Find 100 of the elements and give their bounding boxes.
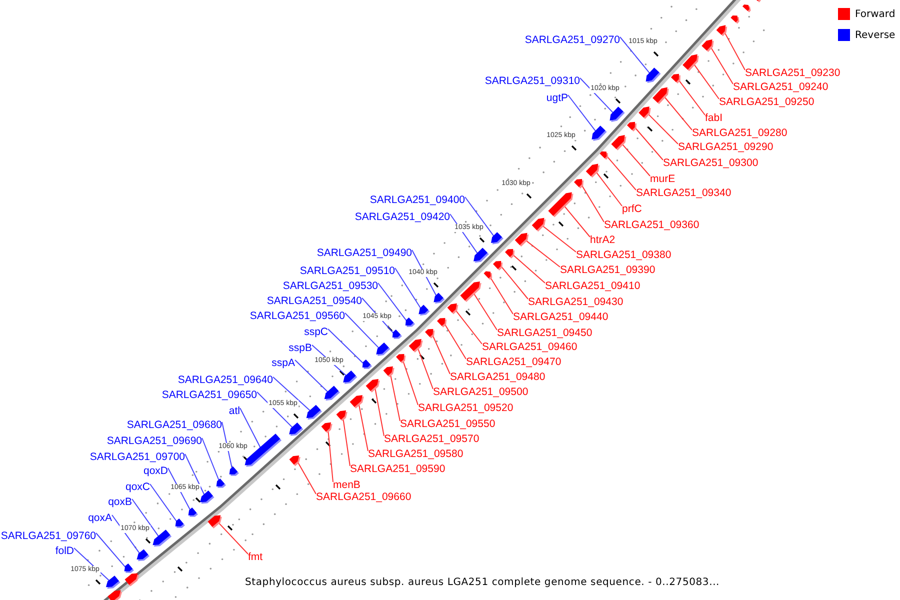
leader-line: [501, 266, 528, 300]
gene-label: murE: [650, 173, 676, 185]
gene-block: [742, 2, 752, 12]
gene-label: SARLGA251_09460: [482, 341, 578, 353]
gene-block: [489, 232, 504, 248]
leader-line: [607, 156, 636, 190]
gene-block: [198, 490, 214, 507]
gene-label: SARLGA251_09570: [384, 433, 480, 445]
leader-line: [256, 392, 294, 428]
gene-label: SARLGA251_09400: [370, 194, 465, 206]
gene-label: SARLGA251_09550: [400, 418, 496, 430]
leader-line: [596, 172, 622, 206]
gene-block: [610, 132, 628, 150]
gene-block: [600, 149, 611, 160]
leader-line: [390, 374, 400, 422]
gene-label: SARLGA251_09240: [733, 81, 828, 93]
leader-line: [297, 462, 316, 494]
gene-label: fabI: [705, 112, 723, 124]
gene-label: SARLGA251_09420: [354, 211, 450, 223]
gene-block: [173, 518, 185, 531]
leader-line: [132, 498, 160, 538]
gene-label: SARLGA251_09580: [368, 448, 464, 460]
leader-line: [328, 430, 334, 482]
gene-block: [607, 107, 625, 125]
gene-block: [341, 370, 358, 386]
gene-block: [374, 342, 390, 359]
leader-line: [432, 335, 450, 374]
leader-line: [240, 408, 262, 450]
gene-block: [589, 125, 607, 143]
gene-label: ugtP: [546, 92, 568, 104]
gene-block: [460, 278, 484, 302]
gene-label: qoxA: [88, 512, 112, 524]
gene-label: SARLGA251_09300: [663, 157, 758, 169]
gene-label: SARLGA251_09230: [745, 67, 840, 79]
leader-line: [342, 418, 350, 466]
gene-block: [360, 360, 372, 372]
leader-line: [402, 360, 418, 406]
legend-label: Reverse: [855, 30, 896, 40]
leader-line: [582, 186, 604, 222]
leader-line: [96, 532, 126, 568]
leader-line: [664, 96, 692, 130]
leader-line: [112, 514, 140, 554]
gene-label: SARLGA251_09640: [178, 374, 273, 386]
leader-line: [648, 114, 678, 144]
gene-block: [336, 408, 350, 422]
gene-block: [124, 571, 142, 587]
leader-line: [464, 196, 495, 238]
gene-label: menB: [333, 479, 360, 491]
gene-label: SARLGA251_09390: [560, 264, 656, 276]
gene-label: SARLGA251_09700: [90, 451, 185, 463]
gene-block: [408, 336, 425, 353]
gene-block: [214, 478, 226, 490]
gene-block: [286, 422, 304, 438]
leader-line: [542, 225, 576, 252]
gene-block: [493, 258, 506, 270]
gene-block: [350, 392, 366, 408]
gene-block: [186, 507, 198, 520]
leader-line: [184, 454, 205, 496]
leader-line: [394, 268, 422, 309]
gene-label: SARLGA251_09490: [316, 247, 412, 259]
gene-block: [730, 12, 742, 24]
leader-line: [444, 324, 466, 360]
gene-block: [716, 22, 730, 36]
gene-label: SARLGA251_09360: [604, 219, 700, 231]
leader-line: [710, 46, 734, 84]
gene-block: [425, 326, 438, 338]
gene-block: [226, 466, 239, 478]
gene-label: SARLGA251_09340: [636, 187, 732, 199]
leader-line: [378, 282, 407, 322]
gene-block: [548, 189, 576, 217]
gene-label: prfC: [622, 203, 642, 215]
gene-label: SARLGA251_09560: [250, 310, 345, 322]
gene-block: [104, 575, 120, 592]
gene-label: fmt: [248, 551, 263, 563]
gene-block: [122, 564, 134, 576]
gene-label: SARLGA251_09310: [484, 75, 580, 87]
gene-label: SARLGA251_09440: [513, 311, 608, 323]
leader-line: [374, 388, 384, 436]
leader-line: [526, 240, 560, 268]
gene-label: SARLGA251_09380: [576, 249, 672, 261]
leader-line: [455, 310, 482, 344]
gene-label: SARLGA251_09660: [316, 491, 412, 503]
leader-line: [417, 348, 434, 390]
gene-label: qoxB: [108, 496, 132, 508]
gene-label: SARLGA251_09590: [350, 463, 446, 475]
gene-block: [304, 404, 322, 422]
leader-line: [694, 64, 720, 100]
leader-line: [620, 36, 650, 74]
gene-label: SARLGA251_09450: [497, 327, 592, 339]
gene-block: [504, 246, 517, 259]
gene-label: sspC: [304, 326, 328, 338]
gene-block: [638, 104, 654, 120]
legend-label: Forward: [855, 8, 896, 20]
gene-label: SARLGA251_09690: [106, 435, 202, 447]
gene-label: SARLGA251_09410: [545, 280, 640, 292]
leader-line: [580, 78, 614, 114]
gene-label: SARLGA251_09250: [719, 96, 814, 108]
gene-block: [402, 318, 415, 330]
gene-label: SARLGA251_09530: [282, 280, 378, 292]
gene-label: sspB: [288, 342, 312, 354]
